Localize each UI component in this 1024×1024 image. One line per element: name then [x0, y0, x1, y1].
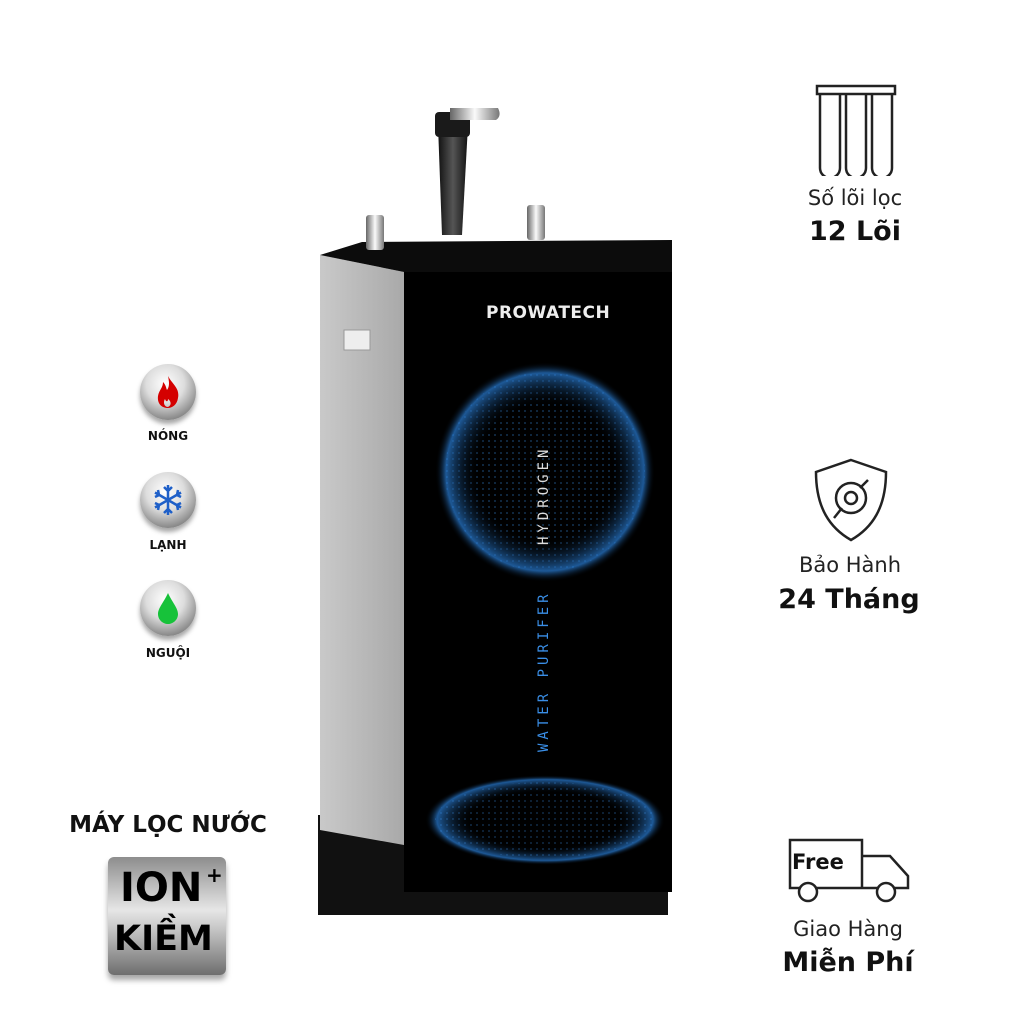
- flame-icon: [140, 364, 196, 420]
- feature-value: Miễn Phí: [782, 947, 914, 978]
- ion-alkaline-badge: ION + KIỀM: [108, 857, 226, 975]
- feature-value: 12 Lõi: [809, 216, 901, 247]
- vertical-text-water-purifier: WATER PURIFER: [536, 590, 552, 752]
- vertical-text-hydrogen: HYDROGEN: [536, 445, 552, 545]
- badge-kiem-text: KIỀM: [114, 919, 213, 959]
- feature-label: Số lõi lọc: [807, 186, 903, 210]
- water-drop-icon: [140, 580, 196, 636]
- filter-cartridges-icon: [815, 84, 897, 176]
- mode-label-cold: LẠNH: [149, 538, 187, 552]
- snowflake-icon: [140, 472, 196, 528]
- brand-logo: PROWATECH: [486, 303, 611, 323]
- badge-plus: +: [206, 863, 223, 887]
- warranty-shield-icon: [814, 458, 888, 542]
- delivery-truck-icon: [788, 838, 910, 903]
- feature-value: 24 Tháng: [778, 584, 920, 615]
- mode-label-normal: NGUỘI: [145, 646, 191, 660]
- water-purifier-image: [318, 108, 672, 915]
- mode-label-hot: NÓNG: [147, 429, 189, 443]
- badge-ion-text: ION: [120, 865, 203, 911]
- feature-label: Giao Hàng: [793, 917, 903, 941]
- feature-label: Bảo Hành: [798, 553, 902, 577]
- truck-free-text: Free: [792, 850, 844, 874]
- badge-heading: MÁY LỌC NƯỚC: [69, 812, 267, 838]
